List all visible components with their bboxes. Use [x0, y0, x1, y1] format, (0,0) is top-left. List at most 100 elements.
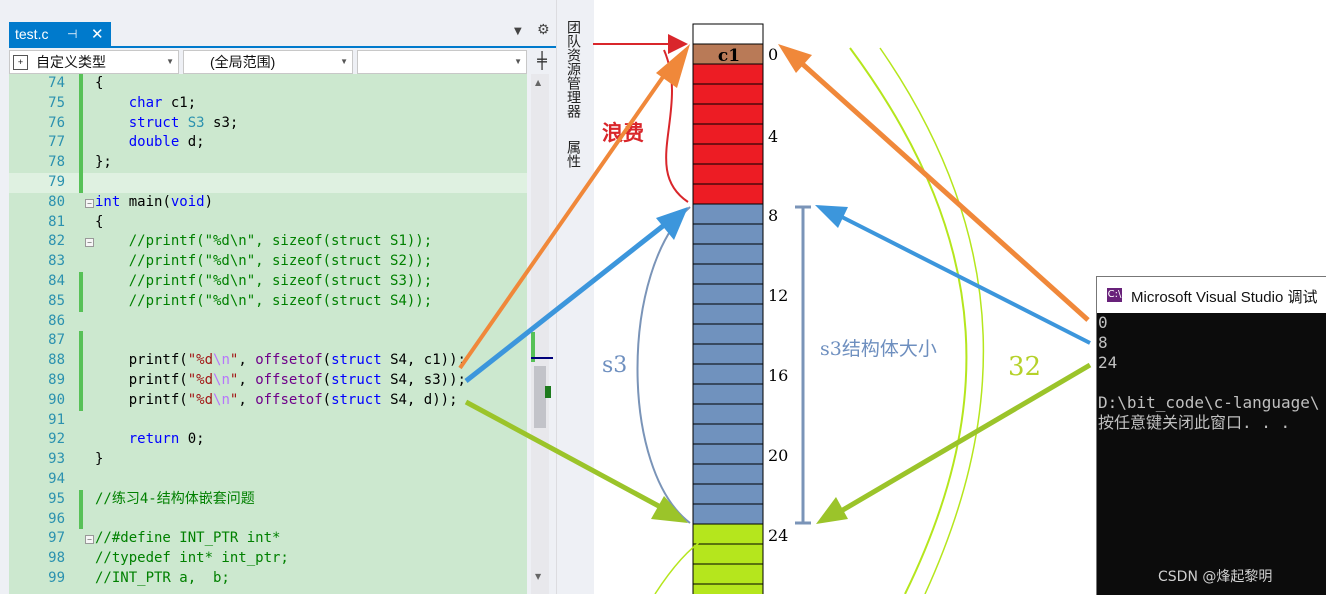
scope-combo[interactable]: (全局范围) ▼	[183, 50, 353, 74]
memory-cell-s3	[692, 283, 764, 305]
code-editor[interactable]: 74 { 75 char c1; 76 struct S3 s3; 77 dou…	[9, 74, 527, 594]
total-size-label: 32	[1008, 352, 1041, 382]
line-number: 92	[48, 431, 65, 448]
line-number: 77	[48, 134, 65, 151]
code-text: //printf("%d\n", sizeof(struct S3));	[128, 273, 433, 289]
scroll-down-icon[interactable]: ▼	[535, 572, 542, 581]
memory-cell-s3	[692, 343, 764, 365]
code-line: 84 //printf("%d\n", sizeof(struct S3));	[9, 272, 527, 292]
navigation-bar: + 自定义类型 ▼ (全局范围) ▼ ▼ ╪	[9, 50, 556, 74]
code-line: 96	[9, 509, 527, 530]
console-line: 按任意键关闭此窗口. . .	[1098, 413, 1291, 432]
console-title-bar[interactable]: C:\ Microsoft Visual Studio 调试	[1097, 277, 1326, 313]
tab-list-dropdown-icon[interactable]: ▼	[514, 26, 522, 37]
code-text: return 0;	[128, 431, 205, 448]
line-number: 91	[48, 411, 65, 428]
code-text: {	[95, 213, 104, 230]
debug-console-window[interactable]: C:\ Microsoft Visual Studio 调试 0 8 24 D:…	[1096, 276, 1326, 595]
memory-cell-s3	[692, 223, 764, 245]
change-marker	[79, 489, 83, 510]
line-number: 87	[48, 332, 65, 349]
memory-cell-padding	[692, 103, 764, 125]
total-size-curve	[879, 47, 985, 594]
offset-label: 12	[768, 286, 788, 305]
code-text: double d;	[128, 134, 205, 151]
arrow-head	[651, 496, 688, 523]
close-icon[interactable]: ✕	[91, 25, 104, 43]
tab-properties[interactable]: 属性	[565, 140, 581, 168]
memory-cell-d	[692, 563, 764, 585]
arrow-head	[778, 44, 812, 73]
line-number: 81	[48, 213, 65, 230]
change-marker	[79, 331, 83, 352]
memory-cell-padding	[692, 83, 764, 105]
arrow-output-24	[834, 362, 1092, 517]
code-line: 88 printf("%d\n", offsetof(struct S4, c1…	[9, 351, 527, 371]
memory-cell-padding	[692, 123, 764, 145]
line-number: 86	[48, 312, 65, 329]
memory-cell-d	[692, 543, 764, 565]
arrow-c1-offset	[458, 62, 674, 370]
chevron-down-icon: ▼	[340, 57, 348, 66]
code-line: 90 printf("%d\n", offsetof(struct S4, d)…	[9, 390, 527, 411]
chevron-down-icon: ▼	[514, 57, 522, 66]
collapse-icon[interactable]: −	[85, 238, 94, 248]
memory-cell-padding	[692, 143, 764, 165]
line-number: 82	[48, 233, 65, 250]
memory-cell-s3	[692, 363, 764, 385]
vertical-scrollbar[interactable]: ▲ ▼	[531, 74, 553, 594]
line-number: 99	[48, 570, 65, 586]
console-line: 0	[1098, 313, 1108, 332]
total-size-curve	[654, 526, 761, 594]
caret-position-marker	[531, 357, 553, 359]
code-text: }	[95, 451, 104, 468]
code-line-current: 79	[9, 173, 527, 193]
code-line: 77 double d;	[9, 133, 527, 154]
s3-size-bracket	[795, 205, 811, 525]
offset-label: 20	[768, 446, 788, 465]
change-marker	[79, 153, 83, 173]
scroll-up-icon[interactable]: ▲	[535, 78, 542, 87]
type-combo[interactable]: + 自定义类型 ▼	[9, 50, 179, 74]
memory-cell-d	[692, 523, 764, 545]
memory-cell-s3	[692, 503, 764, 525]
change-marker	[79, 133, 83, 154]
offset-label: 16	[768, 366, 788, 385]
memory-cell-s3	[692, 463, 764, 485]
line-number: 97	[48, 530, 65, 547]
code-line: 94	[9, 470, 527, 490]
code-line: 75 char c1;	[9, 93, 527, 114]
collapse-icon[interactable]: −	[85, 198, 94, 208]
code-line: 82 − //printf("%d\n", sizeof(struct S1))…	[9, 232, 527, 252]
console-output: 0 8 24 D:\bit_code\c-language\ 按任意键关闭此窗口…	[1097, 313, 1326, 595]
collapse-icon[interactable]: −	[85, 535, 94, 545]
line-number: 89	[48, 372, 65, 388]
line-number: 85	[48, 292, 65, 309]
code-text: printf("%d\n", offsetof(struct S4, c1));	[128, 352, 466, 369]
change-marker	[79, 93, 83, 114]
code-text: //typedef int* int_ptr;	[95, 550, 289, 567]
tab-team-explorer[interactable]: 团队资源管理器	[565, 20, 581, 118]
pin-icon[interactable]: ⊣	[67, 27, 78, 41]
line-number: 78	[48, 154, 65, 171]
change-marker	[79, 371, 83, 391]
code-line: 76 struct S3 s3;	[9, 113, 527, 134]
line-number: 94	[48, 471, 65, 487]
memory-cells	[692, 23, 764, 594]
console-title: Microsoft Visual Studio 调试	[1131, 289, 1318, 306]
member-combo[interactable]: ▼	[357, 50, 527, 74]
code-line: 89 printf("%d\n", offsetof(struct S4, s3…	[9, 371, 527, 391]
line-number: 83	[48, 253, 65, 270]
ide-window: test.c ⊣ ✕ ▼ ⚙ + 自定义类型 ▼ (全局范围) ▼ ▼ ╪ 74…	[0, 0, 594, 594]
gear-icon[interactable]: ⚙	[537, 22, 550, 38]
code-to-memory-arrows	[458, 44, 1092, 524]
tab-test-c[interactable]: test.c ⊣ ✕	[9, 22, 111, 46]
code-line: 74 {	[9, 74, 527, 94]
memory-cell-padding	[692, 163, 764, 185]
arrow-head	[815, 205, 848, 228]
split-editor-icon[interactable]: ╪	[537, 51, 547, 70]
type-combo-value: 自定义类型	[36, 54, 106, 70]
code-text: //练习4-结构体嵌套问题	[95, 490, 255, 507]
scrollbar-thumb[interactable]	[534, 366, 546, 428]
